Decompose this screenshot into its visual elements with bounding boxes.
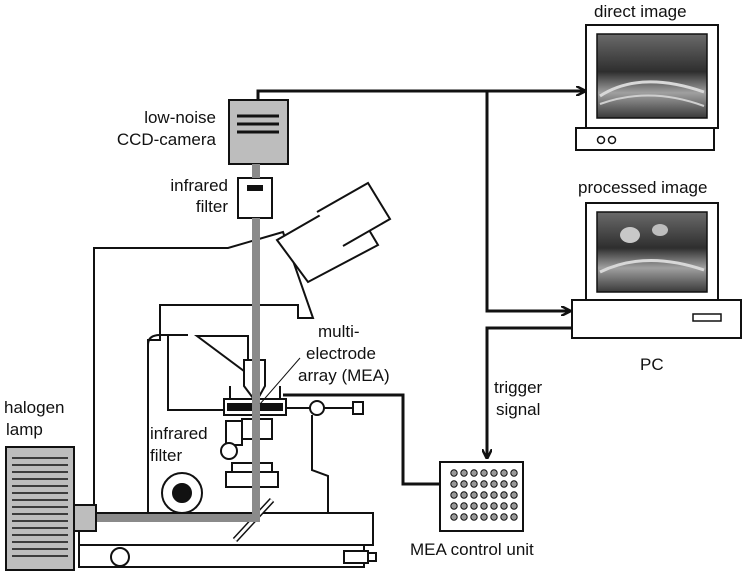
camera-to-pc-line [485,91,570,311]
ir-filter-top-label-line2: filter [195,197,228,216]
direct-image-monitor [575,24,719,151]
control-unit-label: MEA control unit [410,540,534,559]
mea-cable-line [283,393,440,486]
processed-image-monitor [585,202,719,301]
mea-pointer-line [259,357,301,405]
pc-unit [571,299,742,339]
processed-image-label: processed image [578,178,708,197]
mea-label-line2: electrode [306,344,376,363]
pc-label: PC [640,355,664,374]
trigger-label-line1: trigger [494,378,543,397]
camera-to-monitor-line [256,91,585,100]
halogen-label-line2: lamp [6,420,43,439]
mea-label-line3: array (MEA) [298,366,390,385]
halogen-label-line1: halogen [4,398,65,417]
ir-filter-bottom-label-line2: filter [150,446,183,465]
ir-filter-bottom-label-line1: infrared [150,424,208,443]
ir-filter-top-label-line1: infrared [170,176,228,195]
infrared-filter-top [237,177,273,219]
camera-label-line1: low-noise [144,108,216,127]
signal-lines [256,91,585,486]
microscope [78,181,392,568]
trigger-signal-line [487,326,572,458]
trigger-label-line2: signal [496,400,541,419]
camera-label-line2: CCD-camera [116,130,216,149]
ccd-camera [228,99,289,165]
direct-image-label: direct image [594,2,687,21]
halogen-lamp [5,446,97,571]
mea-control-unit [439,461,524,532]
mea-label-line1: multi- [318,322,360,341]
